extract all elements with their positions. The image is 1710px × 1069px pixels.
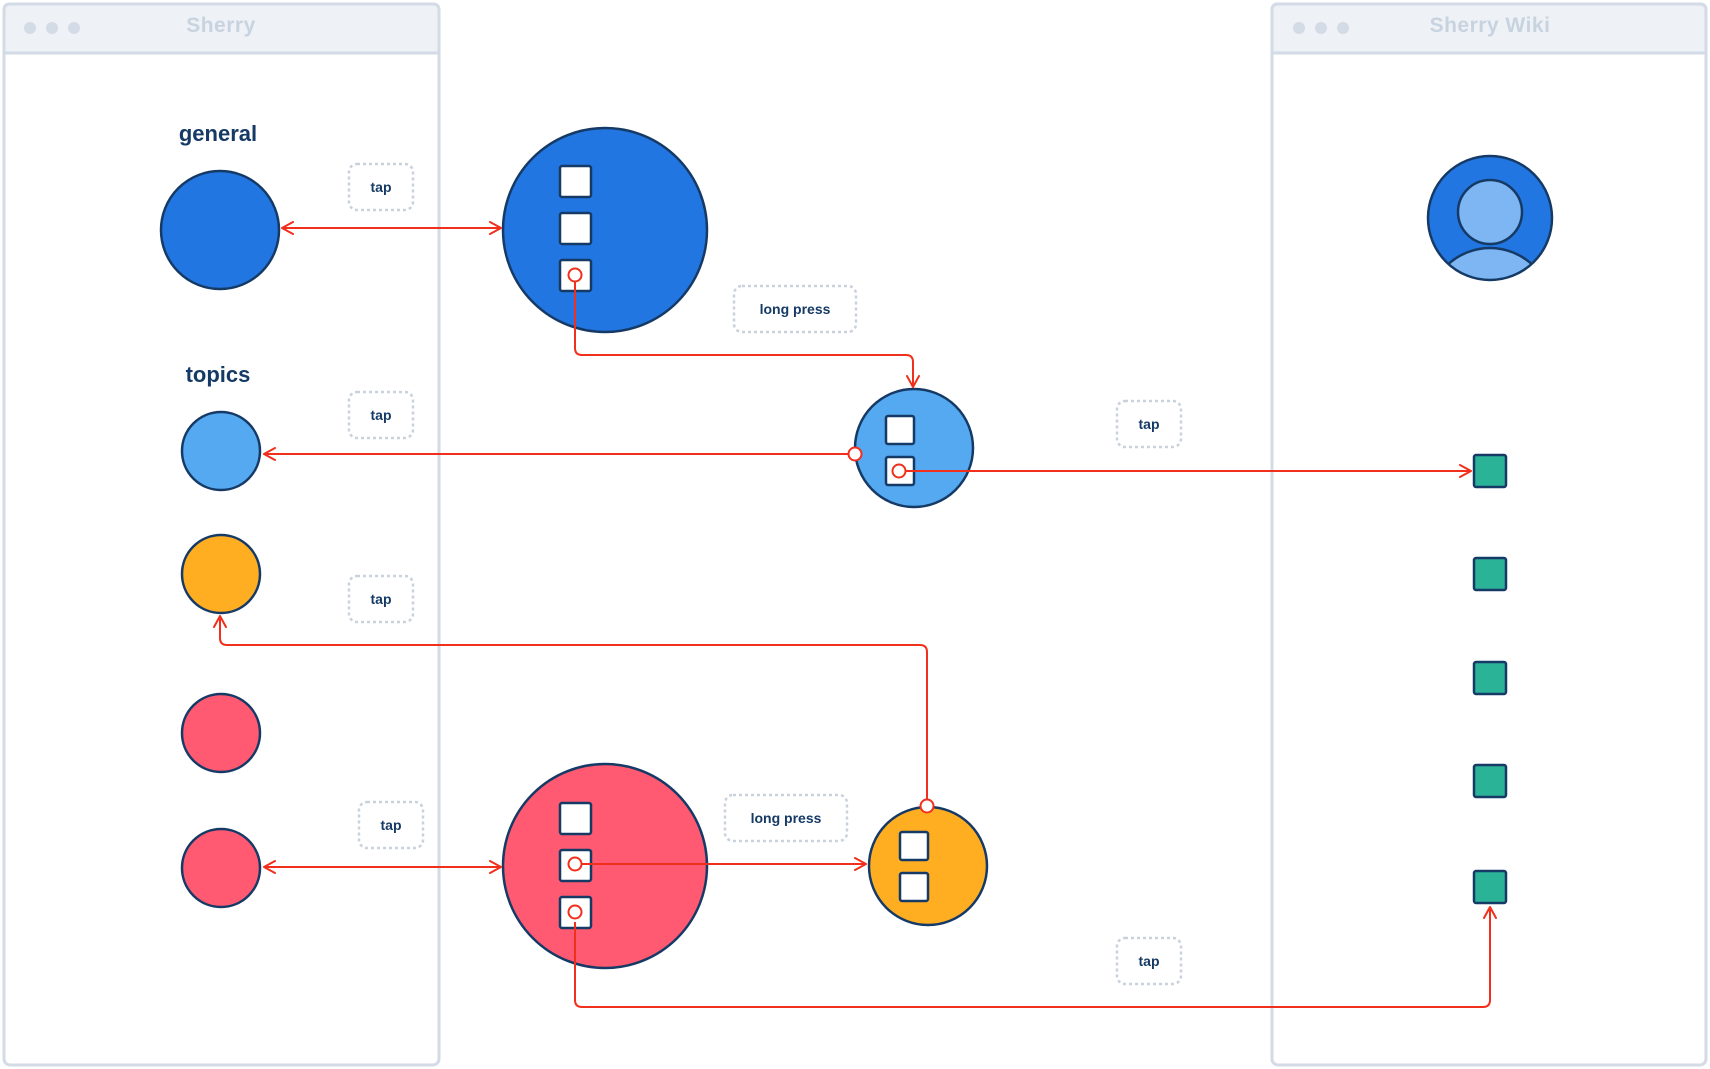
action-label-box: [723, 793, 849, 843]
connector-start: [567, 856, 583, 872]
general-screen-circle: [501, 126, 709, 334]
action-label-box: [347, 390, 415, 440]
connectors: [213, 221, 1497, 1008]
option-item[interactable]: [884, 414, 916, 446]
topic-channel-red-node[interactable]: [180, 692, 262, 774]
action-label-box: [732, 284, 858, 334]
sherry-window-title: Sherry: [186, 14, 256, 37]
wiki-entry[interactable]: [1472, 556, 1508, 592]
general-message-item[interactable]: [558, 211, 593, 246]
action-label: long press: [723, 793, 849, 843]
wiki-entry[interactable]: [1472, 763, 1508, 799]
arrow-to-yellow-topic: [213, 615, 928, 806]
connector-start: [919, 798, 935, 814]
message-options-blue: [853, 387, 975, 509]
action-label: tap: [357, 800, 425, 850]
connector-start: [567, 267, 583, 283]
topic-channel-red-node-2[interactable]: [180, 827, 262, 909]
window-minimize-dot[interactable]: [1315, 22, 1327, 34]
connector-start: [567, 904, 583, 920]
topic-channel-blue-node[interactable]: [180, 410, 262, 492]
action-label: tap: [347, 390, 415, 440]
window-minimize-dot[interactable]: [46, 22, 58, 34]
wiki-entry[interactable]: [1472, 869, 1508, 905]
arrow-long-press-general: [574, 282, 920, 388]
action-label: long press: [732, 284, 858, 334]
action-label-text: long press: [760, 301, 831, 317]
action-label-text: tap: [1139, 953, 1160, 969]
action-label-box: [357, 800, 425, 850]
action-label-box: [347, 574, 415, 624]
topic-message-item[interactable]: [558, 801, 593, 836]
connector-start: [891, 463, 907, 479]
option-item[interactable]: [898, 871, 930, 903]
general-message-item[interactable]: [558, 164, 593, 199]
action-label-text: tap: [371, 407, 392, 423]
window-close-dot[interactable]: [24, 22, 36, 34]
sherry-wiki-window: Sherry Wiki: [1270, 2, 1708, 1067]
message-options-yellow: [867, 805, 989, 927]
arrow-to-wiki-entry-5: [574, 906, 1497, 1008]
window-maximize-dot[interactable]: [1337, 22, 1349, 34]
action-label-text: tap: [381, 817, 402, 833]
general-channel-node[interactable]: [159, 169, 281, 291]
action-label-box: [1115, 936, 1183, 986]
wiki-entry[interactable]: [1472, 660, 1508, 696]
wiki-titlebar: [1270, 2, 1708, 55]
wiki-window-title: Sherry Wiki: [1430, 14, 1551, 37]
action-label: tap: [347, 574, 415, 624]
topics-section-label: topics: [186, 362, 251, 387]
message-options-blue-circle: [853, 387, 975, 509]
general-screen: [501, 126, 709, 334]
action-label: tap: [347, 162, 415, 212]
message-options-yellow-circle: [867, 805, 989, 927]
avatar-outline: [1426, 154, 1554, 282]
topic-channel-yellow-node[interactable]: [180, 533, 262, 615]
window-maximize-dot[interactable]: [68, 22, 80, 34]
action-label-text: tap: [1139, 416, 1160, 432]
action-label-box: [347, 162, 415, 212]
avatar-head: [1456, 178, 1524, 246]
action-label: tap: [1115, 399, 1183, 449]
red-topic-screen: [501, 762, 709, 970]
window-close-dot[interactable]: [1293, 22, 1305, 34]
connector-start: [847, 446, 863, 462]
action-label: tap: [1115, 936, 1183, 986]
red-topic-screen-circle: [501, 762, 709, 970]
option-item[interactable]: [898, 830, 930, 862]
action-label-text: tap: [371, 591, 392, 607]
general-section-label: general: [179, 121, 257, 146]
sherry-titlebar: [2, 2, 441, 55]
action-label-text: tap: [371, 179, 392, 195]
wiki-entry[interactable]: [1472, 453, 1508, 489]
action-label-text: long press: [751, 810, 822, 826]
action-label-box: [1115, 399, 1183, 449]
